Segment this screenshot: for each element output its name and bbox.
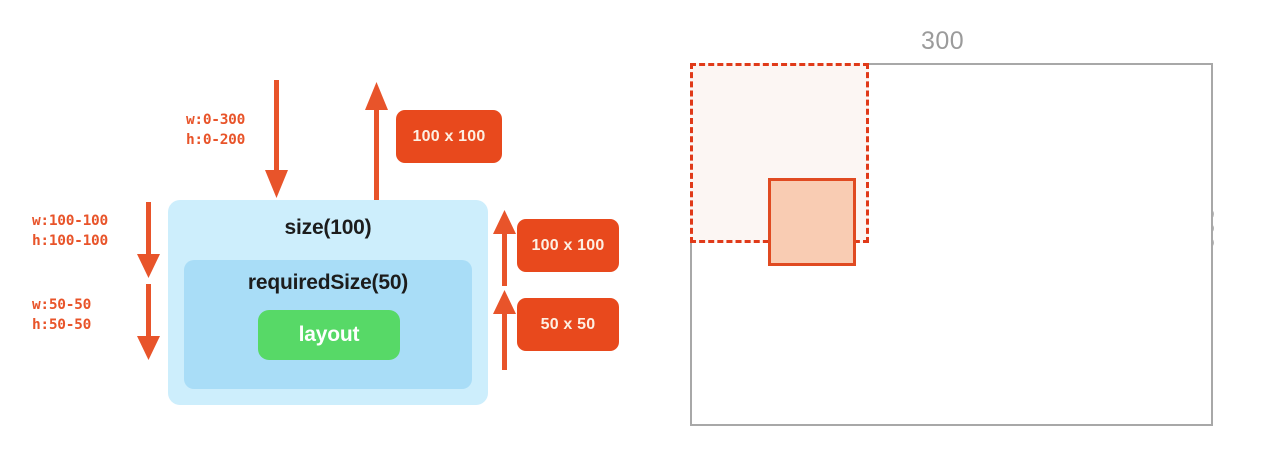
badge-returned-size-outer: 100 x 100 [517,219,619,272]
badge-reported-size-top: 100 x 100 [396,110,502,163]
arrow-down-incoming-constraint [265,80,288,198]
child-constraint-label-inner: w:50-50 h:50-50 [32,297,92,333]
arrow-up-reported-size [365,82,388,200]
layout-button[interactable]: layout [258,310,400,360]
arrow-up-returned-size-outer [493,210,516,286]
constraint-rectangle-dashed [690,63,869,266]
size-box: size(100) requiredSize(50) layout [168,200,488,405]
layout-pass-diagram: w:0-300 h:0-200 100 x 100 w:100-100 h:10… [32,80,619,405]
incoming-constraint-label: w:0-300 h:0-200 [186,112,246,148]
badge-returned-size-inner: 50 x 50 [517,298,619,351]
arrow-down-child-constraint-inner [137,284,160,360]
required-size-box: requiredSize(50) layout [184,260,472,389]
required-size-box-label: requiredSize(50) [247,271,409,294]
content-rectangle [768,178,856,266]
viewport-width-label: 300 [921,27,965,55]
child-constraint-label-outer: w:100-100 h:100-100 [32,213,108,249]
size-box-label: size(100) [284,216,372,239]
arrow-up-returned-size-inner [493,290,516,370]
rendered-result-diagram: 300 200 [660,0,1280,462]
arrow-down-child-constraint-outer [137,202,160,278]
